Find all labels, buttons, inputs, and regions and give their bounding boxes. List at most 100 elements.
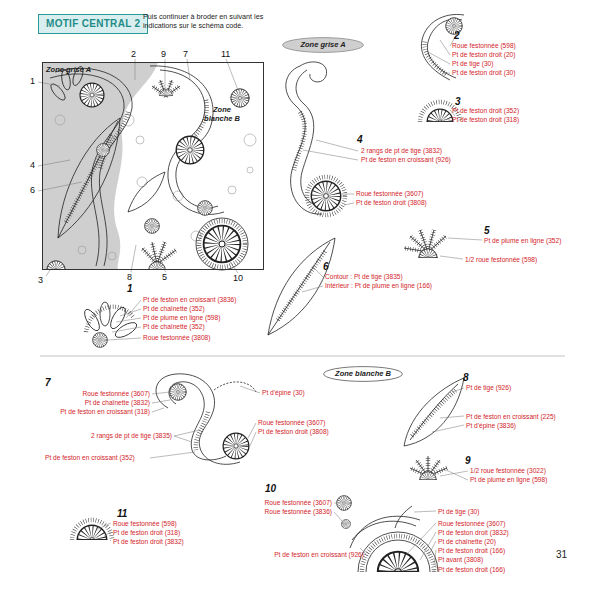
stitch-instruction: 1/2 roue festonnée (3022) [470,467,546,474]
callout-number: 8 [127,273,132,283]
stitch-instruction: Pt de feston droit (3808) [356,199,427,206]
motif-6 [268,238,335,335]
wheel [145,219,160,234]
zone-oval: Zone grise A [282,37,364,53]
stitch-instruction: Roue festonnée (3607) [258,419,325,426]
motif-4 [286,62,358,215]
callout-leaders [38,59,238,276]
stitch-instruction: Pt d'épine (30) [262,389,305,396]
stitch-instruction: Roue festonnée (3607) [356,190,423,197]
stitch-instruction: Roue festonnée (3607) [265,499,332,506]
stitch-instruction: Pt de tige (30) [438,508,479,515]
zone-label: Zone grise A [46,66,126,75]
stitch-instruction: Pt de chaînette (352) [143,323,205,330]
wheel [176,136,204,164]
motif-number: 5 [484,225,490,236]
callout-number: 4 [30,161,35,171]
stitch-instruction: Pt de feston en croissant (926) [361,156,451,163]
oval-shape [324,367,403,382]
callout-number: 10 [233,274,243,284]
motif-number: 3 [455,96,461,107]
stitch-instruction: Pt de feston en croissant (225) [466,413,556,420]
motif-10 [334,496,438,593]
zone-label: Zone blanche B [203,106,241,123]
zone-oval: Zone blanche B [323,366,403,382]
stitch-instruction: Pt avant (3808) [438,556,483,563]
ring [196,218,248,270]
paisley-a [50,68,132,266]
stitch-instruction: Pt de chaînette (3832) [85,399,150,406]
stitch-instruction: Pt de plume en ligne (598) [470,476,547,483]
section-divider [40,356,565,357]
ring [199,221,245,267]
motif-number: 7 [45,377,51,388]
motif-number: 8 [463,372,469,383]
callout-number: 6 [30,186,35,196]
callout-number: 1 [30,77,35,87]
stitch-instruction: Pt de plume en ligne (352) [484,237,561,244]
stitch-instruction: Pt de feston droit (3808) [258,428,329,435]
stitch-instruction: Pt de feston en croissant (352) [45,454,135,461]
stitch-instruction: Pt de feston droit (166) [438,547,505,554]
callout-number: 11 [221,50,230,60]
stitch-instruction: Roue festonnée (598) [113,520,177,527]
callout-number: 9 [161,50,166,60]
motif-11 [72,520,112,555]
stitch-instruction: Pt de feston droit (318) [113,529,180,536]
schema-drawing [42,62,264,279]
schema-background [42,62,264,270]
stitch-instruction: Roue festonnée (3836) [265,508,332,515]
oval-shape [283,38,364,53]
half-wheel [159,90,172,103]
motif-number: 1 [127,283,133,294]
motif-8 [404,378,464,446]
stitch-instruction: 2 rangs de pt de tige (3832) [361,147,442,154]
stitch-instruction: Pt d'épine (3836) [466,422,516,429]
wheel [231,89,249,107]
stitch-instruction: Roue festonnée (598) [452,42,516,49]
page-title: MOTIF CENTRAL 2 [38,14,148,34]
motif-number: 6 [323,261,329,272]
stitch-instruction: Pt de feston droit (20) [452,51,515,58]
wheel [204,226,241,263]
zone-label: Zone grise A [282,37,364,53]
stitch-instruction: 2 rangs de pt de tige (3835) [91,432,172,439]
stitch-instruction: Pt de feston droit (318) [452,116,519,123]
callout-number: 5 [162,273,167,283]
small-leaf [128,172,165,212]
wheel [80,83,104,107]
stitch-instruction: Pt de feston en croissant (318) [60,408,150,415]
callout-number: 7 [183,50,188,60]
stitch-instruction: Pt de feston droit (166) [438,566,505,573]
stitch-instruction: Intérieur : Pt de plume en ligne (166) [325,282,432,289]
motif-9 [410,456,468,488]
motif-7 [150,374,260,464]
schema-square: Zone grise A Zone blanche B [42,62,264,270]
callout-number: 2 [131,50,136,60]
stitch-instruction: Roue festonnée (3808) [143,334,210,341]
half-wheel [47,261,66,279]
stitch-instruction: Pt de feston en croissant (3836) [143,296,236,303]
callout-number: 3 [38,276,43,286]
instruction-note: Puis continuer à broder en suivant les i… [143,13,283,30]
stitch-instruction: Pt de tige (30) [452,60,493,67]
stitch-instruction: Roue festonnée (3607) [438,520,505,527]
motif-number: 4 [357,134,363,145]
stitch-instruction: Pt de feston droit (3832) [438,529,509,536]
motif-number: 10 [265,483,276,494]
stitch-instruction: Pt de chaînette (352) [143,305,205,312]
paisley-b [150,66,224,215]
page-number: 31 [556,549,567,560]
stitch-instruction: Pt de feston droit (3832) [113,538,184,545]
motif-number: 9 [465,455,471,466]
stitch-instruction: 1/2 roue festonnée (598) [465,256,537,263]
stitch-instruction: Pt de chaînette (20) [438,538,496,545]
stitch-instruction: Pt de feston droit (352) [452,107,519,114]
ferns [142,80,180,264]
wheel [198,201,213,216]
motif-number: 2 [454,30,460,41]
stitch-instruction: Contour : Pt de tige (3835) [325,273,403,280]
motif-number: 11 [117,508,127,519]
leaf-motif [58,118,120,238]
